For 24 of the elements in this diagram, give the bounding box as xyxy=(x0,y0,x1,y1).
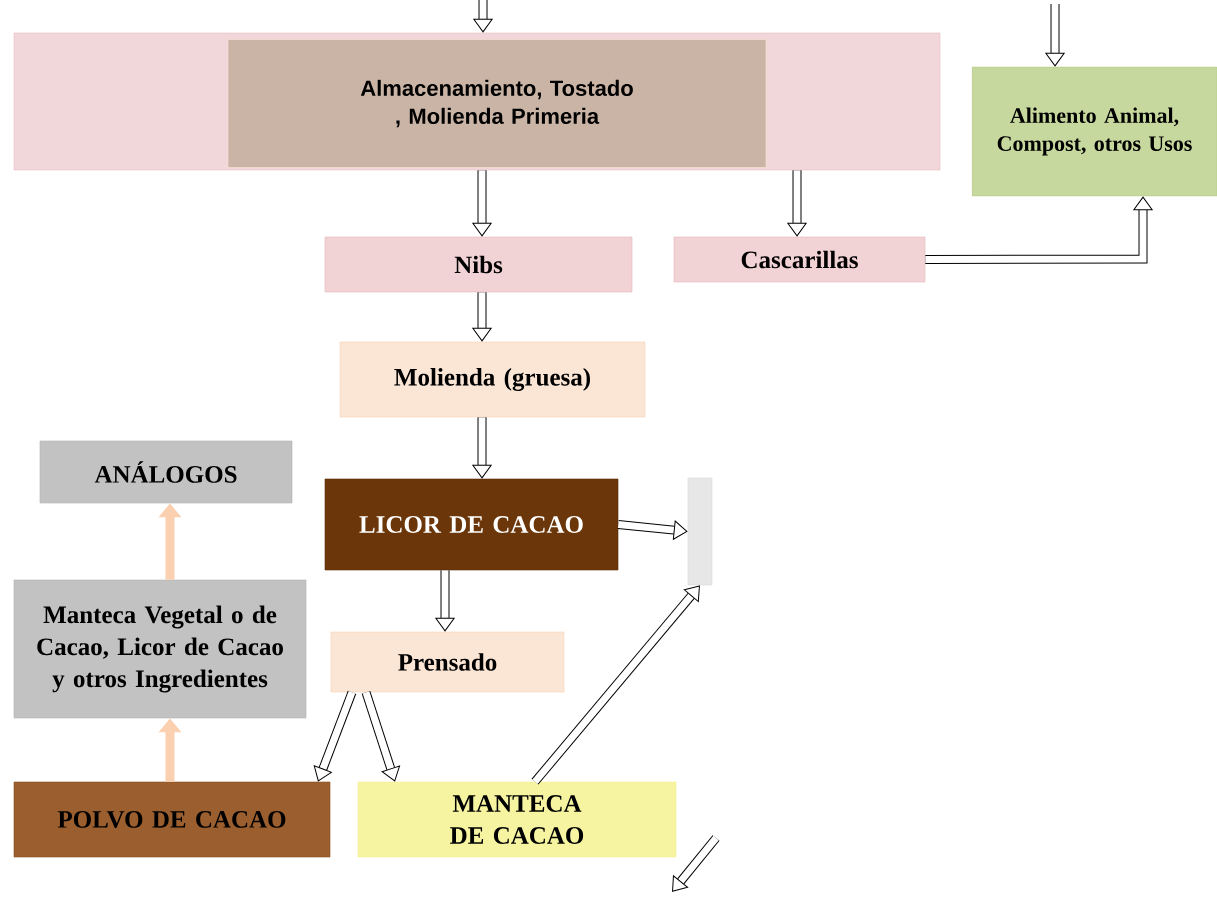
arrow xyxy=(472,417,492,479)
arrow xyxy=(313,690,357,782)
arrow xyxy=(617,520,688,540)
process-box: Manteca Vegetal o de Cacao, Licor de Cacao y otros Ingredientes xyxy=(13,579,307,719)
process-box: Prensado xyxy=(330,631,565,693)
process-box: Cascarillas xyxy=(673,236,926,283)
arrow xyxy=(361,690,401,782)
process-box: MANTECA DE CACAO xyxy=(357,781,677,858)
process-box: POLVO DE CACAO xyxy=(13,781,331,858)
process-box xyxy=(687,477,713,586)
process-box: Molienda (gruesa) xyxy=(339,341,646,418)
arrow xyxy=(531,585,700,785)
process-box: Nibs xyxy=(324,236,633,293)
arrow xyxy=(435,570,455,632)
arrow xyxy=(473,0,493,33)
arrow xyxy=(1045,4,1065,67)
arrow xyxy=(472,292,492,342)
arrow xyxy=(472,170,492,237)
arrow xyxy=(787,170,807,237)
process-box: ANÁLOGOS xyxy=(39,440,293,504)
process-box: Almacenamiento, Tostado , Molienda Primeria xyxy=(227,39,767,168)
process-box: LICOR DE CACAO xyxy=(324,478,619,571)
process-box: Alimento Animal, Compost, otros Usos xyxy=(971,66,1217,197)
arrow xyxy=(925,196,1153,264)
